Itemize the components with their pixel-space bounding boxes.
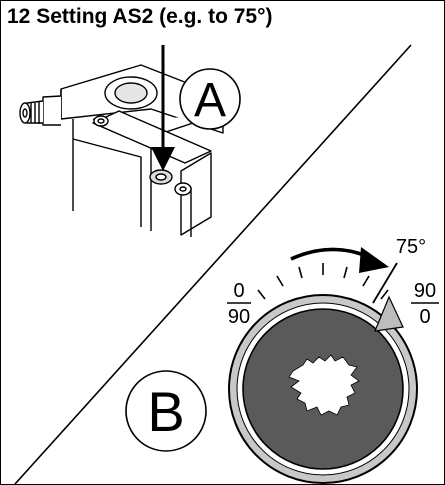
device-drawing xyxy=(19,64,224,237)
dial-pointer xyxy=(374,295,404,332)
left-scale-label: 0 90 xyxy=(227,280,251,328)
figure-title: 12 Setting AS2 (e.g. to 75°) xyxy=(7,5,273,28)
right-scale-label: 90 0 xyxy=(411,280,439,328)
dial xyxy=(228,263,418,484)
left-scale-bottom: 90 xyxy=(228,306,250,328)
left-scale-top: 0 xyxy=(233,280,244,302)
label-b: B xyxy=(147,380,184,443)
right-scale-top: 90 xyxy=(414,280,436,302)
label-a: A xyxy=(194,74,226,127)
panel-divider xyxy=(14,44,412,484)
press-down-arrow-icon xyxy=(151,45,175,171)
target-angle-label: 75° xyxy=(396,236,426,258)
rotate-arrow-icon xyxy=(290,247,398,304)
right-scale-bottom: 0 xyxy=(419,306,430,328)
label-b-marker: B xyxy=(125,370,207,452)
label-a-marker: A xyxy=(179,68,241,130)
dial-slot xyxy=(288,354,360,416)
dial-ticks xyxy=(257,263,389,300)
